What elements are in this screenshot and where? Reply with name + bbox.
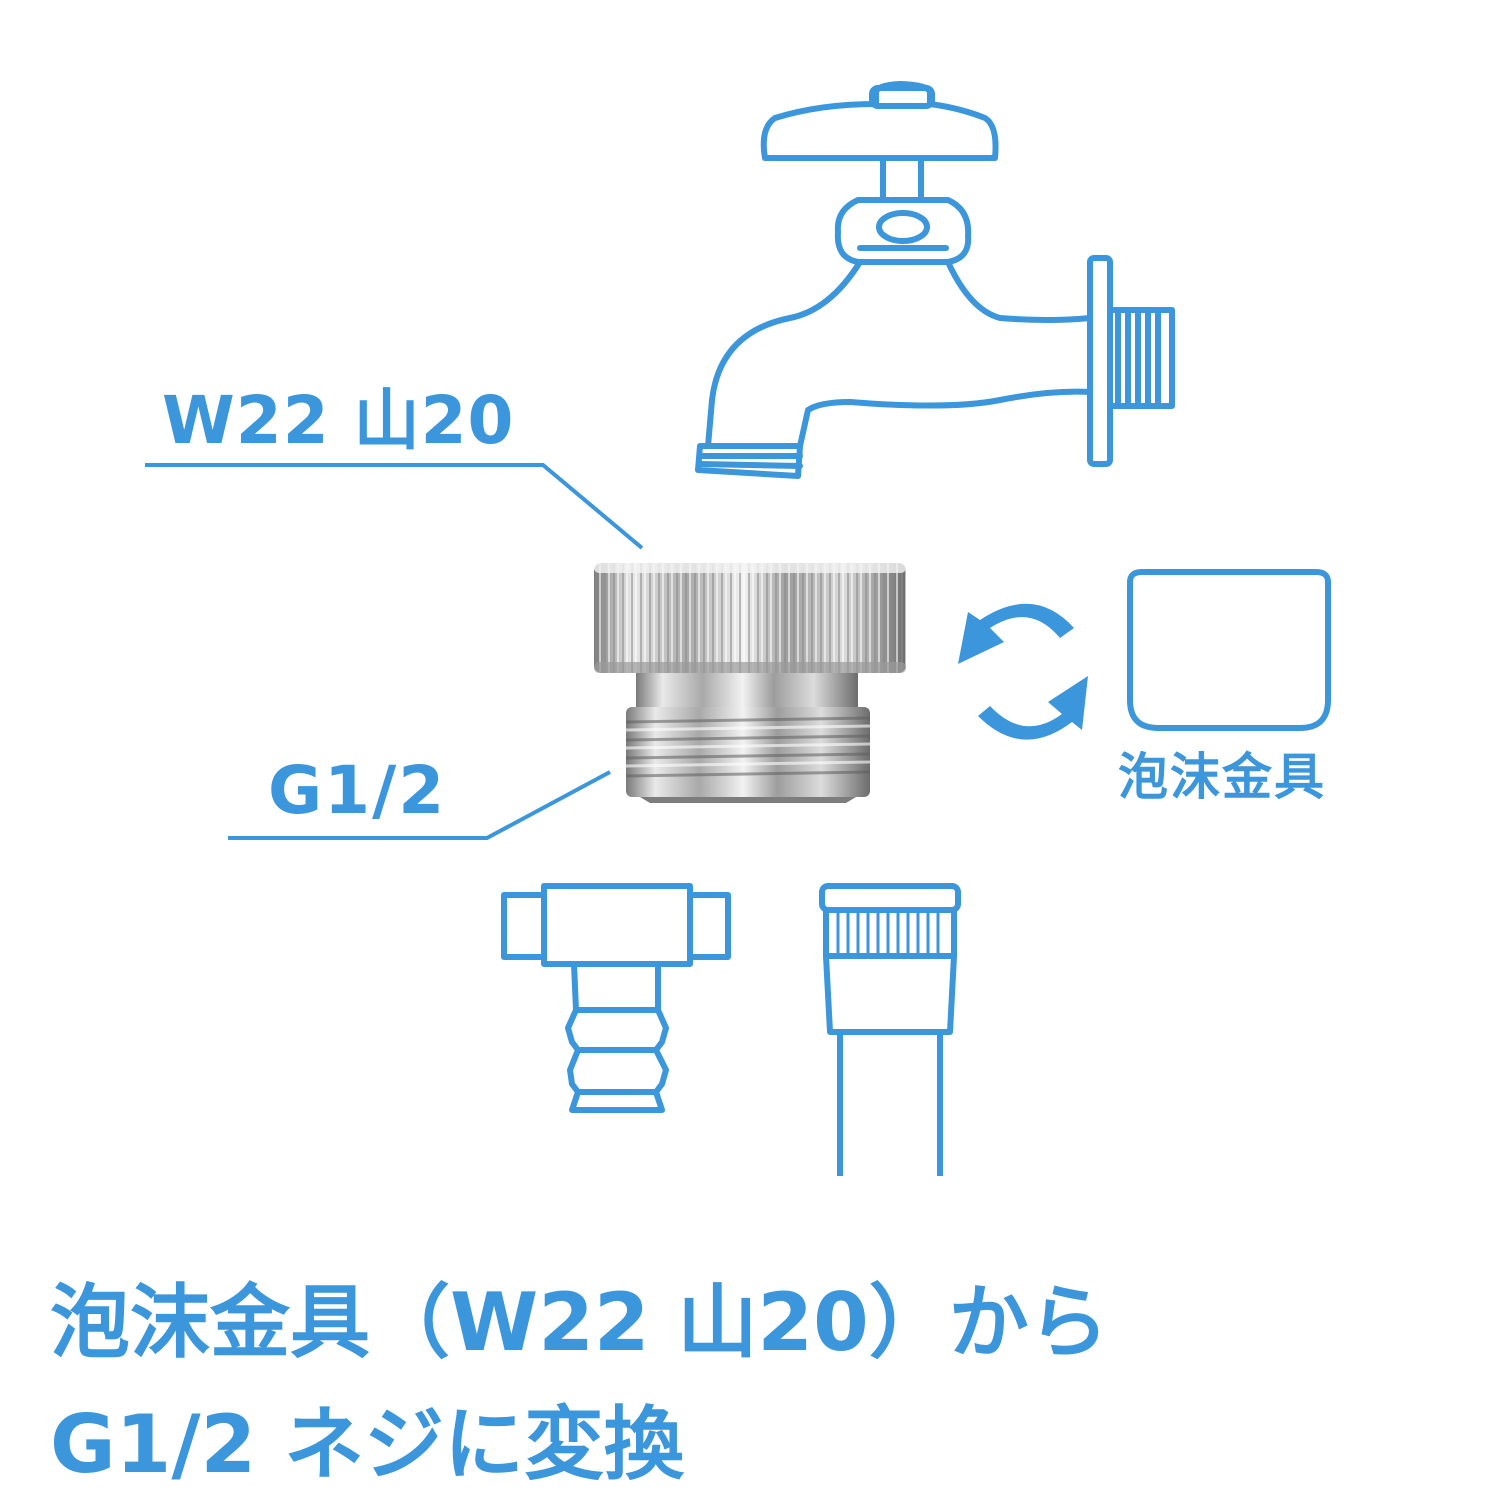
faucet-wall-thread (1107, 307, 1175, 409)
g12-thread-label: G1/2 (268, 752, 447, 829)
adapter-neck (636, 673, 858, 707)
faucet-oval (876, 210, 930, 244)
faucet-illustration (695, 81, 1175, 479)
leader-line-g12 (228, 770, 611, 840)
w22-thread-label: W22 山20 (162, 382, 515, 459)
leader-line-w22 (145, 463, 644, 550)
faucet-body-ring (834, 197, 972, 265)
aerator-label: 泡沫金具 (1118, 748, 1326, 806)
faucet-spout (705, 259, 1093, 449)
hose-coupling-illustration (819, 883, 961, 1176)
hose-barb-illustration (501, 883, 731, 1113)
aerator-illustration (1127, 569, 1331, 731)
faucet-nozzle (695, 443, 803, 479)
headline-line-2: G1/2 ネジに変換 (50, 1398, 685, 1491)
faucet-stem (880, 155, 924, 203)
faucet-handle-cap (869, 85, 935, 109)
adapter-illustration (594, 563, 906, 803)
leader-lines (145, 463, 644, 840)
headline-line-1: 泡沫金具（W22 山20）から (50, 1276, 1109, 1369)
faucet-handle (760, 81, 999, 161)
swap-arrows-icon (958, 603, 1088, 740)
